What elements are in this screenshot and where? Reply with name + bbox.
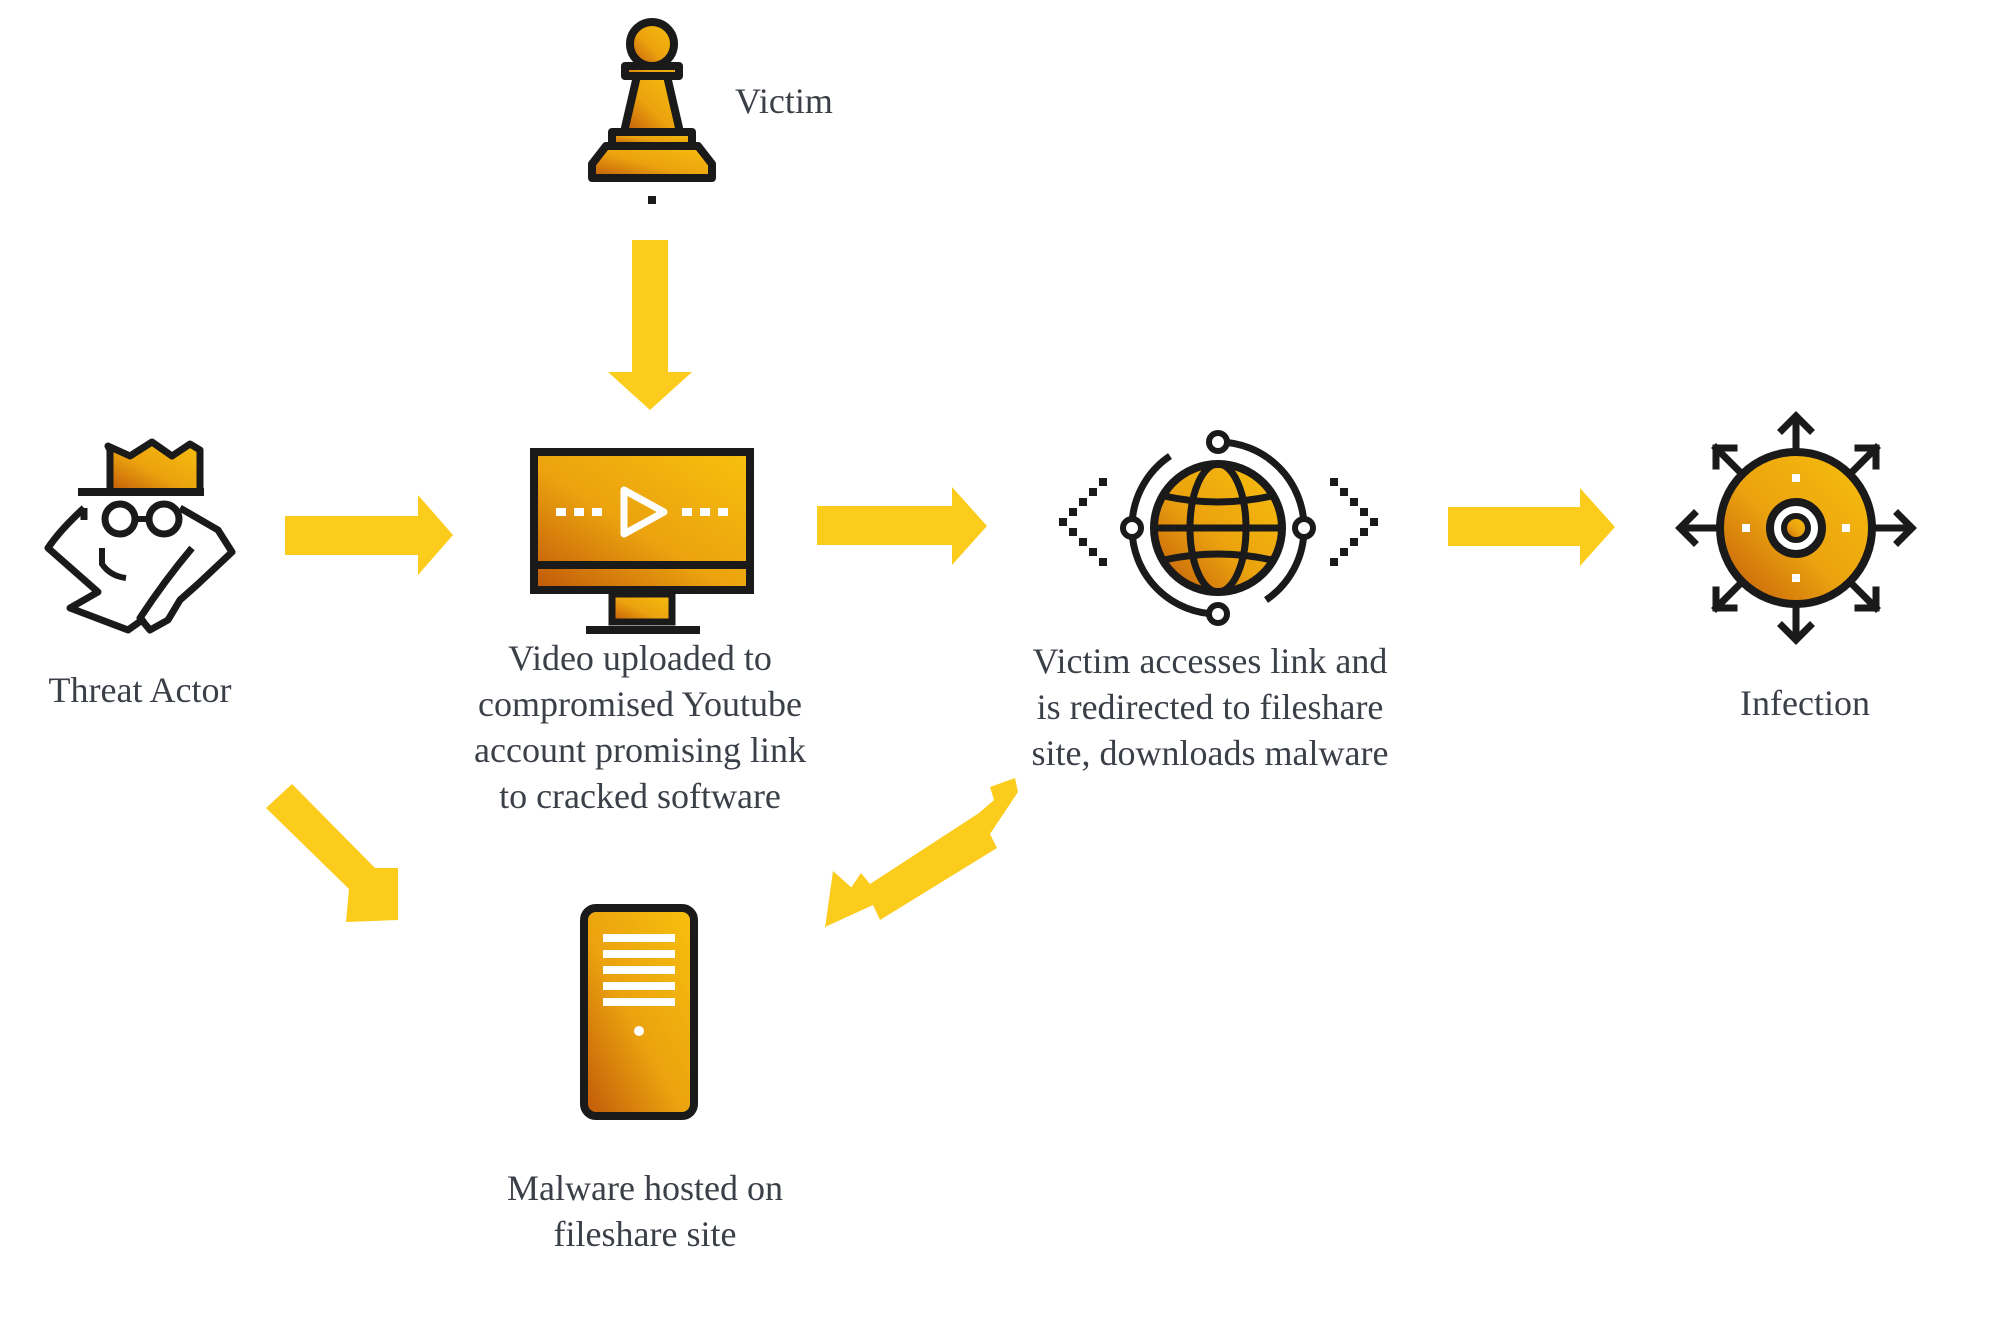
access-step-label: Victim accesses link and is redirected t… bbox=[1031, 641, 1389, 773]
arrow-malware-access-bidirectional bbox=[825, 778, 1018, 927]
arrow-threat-to-video bbox=[285, 495, 453, 575]
victim-label: Victim bbox=[735, 81, 833, 121]
malware-hosted-label: Malware hosted on fileshare site bbox=[507, 1168, 783, 1254]
arrow-video-to-access bbox=[817, 487, 987, 565]
pawn-dot bbox=[648, 196, 656, 204]
play-icon bbox=[620, 486, 668, 538]
server-icon bbox=[580, 904, 698, 1120]
video-step-label: Video uploaded to compromised Youtube ac… bbox=[474, 638, 806, 816]
arrow-threat-to-malware bbox=[266, 784, 398, 922]
arrow-victim-to-video bbox=[608, 240, 692, 410]
video-monitor-icon bbox=[530, 448, 754, 634]
globe-icon bbox=[1059, 430, 1378, 626]
chess-pawn-icon bbox=[588, 18, 716, 182]
virus-burst-icon bbox=[1675, 411, 1917, 645]
arrow-malware-access-head-a bbox=[825, 871, 852, 928]
spy-icon bbox=[44, 438, 236, 634]
arrow-access-to-infection bbox=[1448, 488, 1615, 566]
infection-label: Infection bbox=[1740, 683, 1870, 723]
threat-actor-label: Threat Actor bbox=[48, 670, 232, 710]
